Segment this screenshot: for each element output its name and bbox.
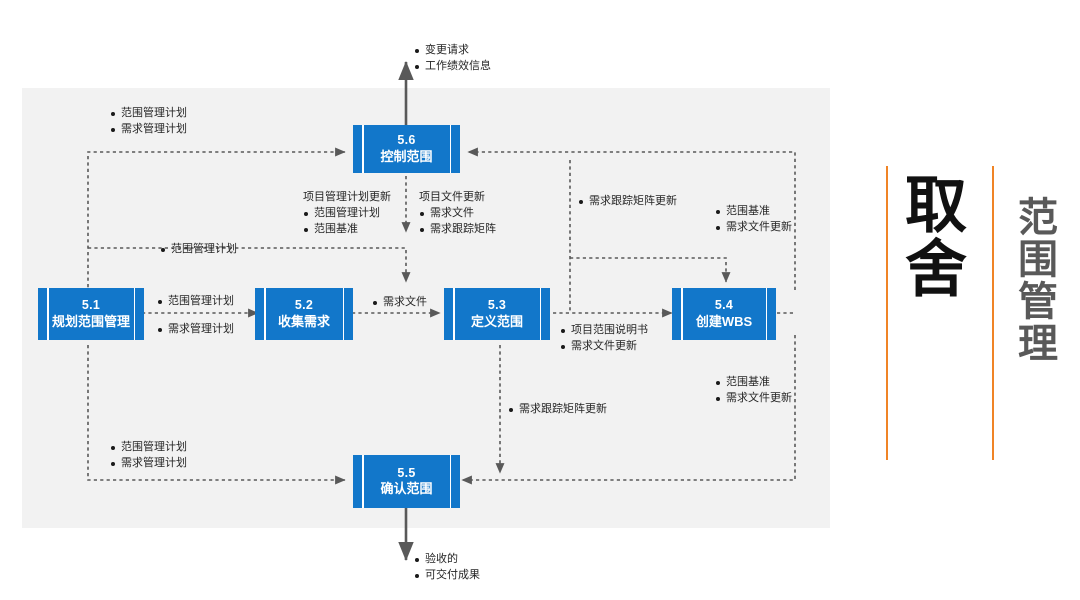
label-item: 需求文件更新 [715, 391, 792, 407]
label-5-2-to-5-3: 需求文件 [372, 295, 427, 311]
label-item: 需求跟踪矩阵更新 [508, 402, 607, 418]
label-top-output: 变更请求 工作绩效信息 [414, 43, 491, 75]
label-item: 范围基准 [715, 375, 792, 391]
label-item-cont: 可交付成果 [414, 568, 480, 584]
label-5-1-to-5-2: 范围管理计划 需求管理计划 [157, 294, 234, 338]
label-project-doc-update: 项目文件更新 需求文件 需求跟踪矩阵 [419, 190, 496, 238]
label-baseline-doc-top: 范围基准 需求文件更新 [715, 204, 792, 236]
label-item: 范围管理计划 [303, 206, 391, 222]
label-item: 范围管理计划 [110, 440, 187, 456]
node-name: 确认范围 [380, 481, 433, 497]
label-item: 需求文件 [372, 295, 427, 311]
node-name: 规划范围管理 [51, 313, 130, 329]
node-name: 定义范围 [470, 313, 523, 329]
label-item: 需求文件 [419, 206, 496, 222]
label-item: 变更请求 [414, 43, 491, 59]
process-node-5-3[interactable]: 5.3 定义范围 [444, 288, 550, 340]
process-node-5-6[interactable]: 5.6 控制范围 [353, 125, 460, 173]
process-node-5-4[interactable]: 5.4 创建WBS [672, 288, 776, 340]
label-item: 需求管理计划 [157, 322, 234, 338]
process-node-5-5[interactable]: 5.5 确认范围 [353, 455, 460, 508]
label-heading: 项目管理计划更新 [303, 191, 391, 203]
accent-rule-right [992, 166, 994, 460]
label-bottom-left-input: 范围管理计划 需求管理计划 [110, 440, 187, 472]
label-item: 需求跟踪矩阵 [419, 222, 496, 238]
node-number: 5.3 [487, 298, 507, 313]
node-number: 5.6 [397, 133, 416, 148]
title-main: 取舍 [895, 172, 964, 300]
label-item: 需求文件更新 [560, 339, 648, 355]
label-rtm-update-top: 需求跟踪矩阵更新 [578, 194, 677, 210]
label-item: 需求跟踪矩阵更新 [578, 194, 677, 210]
label-item: 项目范围说明书 [560, 323, 648, 339]
node-number: 5.2 [294, 298, 314, 313]
label-top-left-input: 范围管理计划 需求管理计划 [110, 106, 187, 138]
label-item: 范围基准 [715, 204, 792, 220]
node-number: 5.5 [397, 465, 416, 480]
label-baseline-doc-bottom: 范围基准 需求文件更新 [715, 375, 792, 407]
process-node-5-1[interactable]: 5.1 规划范围管理 [38, 288, 144, 340]
label-item: 工作绩效信息 [414, 59, 491, 75]
label-pm-plan-update: 项目管理计划更新 范围管理计划 范围基准 [303, 190, 391, 238]
node-name: 收集需求 [277, 313, 330, 329]
label-5-3-to-5-4: 项目范围说明书 需求文件更新 [560, 323, 648, 355]
label-item: 需求管理计划 [110, 456, 187, 472]
label-heading: 项目文件更新 [419, 191, 485, 203]
label-rtm-update-bottom: 需求跟踪矩阵更新 [508, 402, 607, 418]
label-item: 范围基准 [303, 222, 391, 238]
node-number: 5.4 [714, 298, 734, 313]
label-item: 范围管理计划 [110, 106, 187, 122]
label-item: 范围管理计划 [157, 294, 234, 310]
label-item: 验收的 [414, 552, 480, 568]
label-item: 需求管理计划 [110, 122, 187, 138]
process-node-5-2[interactable]: 5.2 收集需求 [255, 288, 353, 340]
node-name: 创建WBS [695, 313, 753, 329]
label-item: 需求文件更新 [715, 220, 792, 236]
label-bottom-output: 验收的 可交付成果 [414, 552, 480, 584]
node-name: 控制范围 [380, 148, 433, 164]
node-number: 5.1 [81, 298, 101, 313]
label-mid-left-input: 范围管理计划 [160, 242, 237, 258]
title-sub: 范围管理 [1012, 196, 1056, 364]
accent-rule-left [886, 166, 888, 460]
label-item: 范围管理计划 [160, 242, 237, 258]
